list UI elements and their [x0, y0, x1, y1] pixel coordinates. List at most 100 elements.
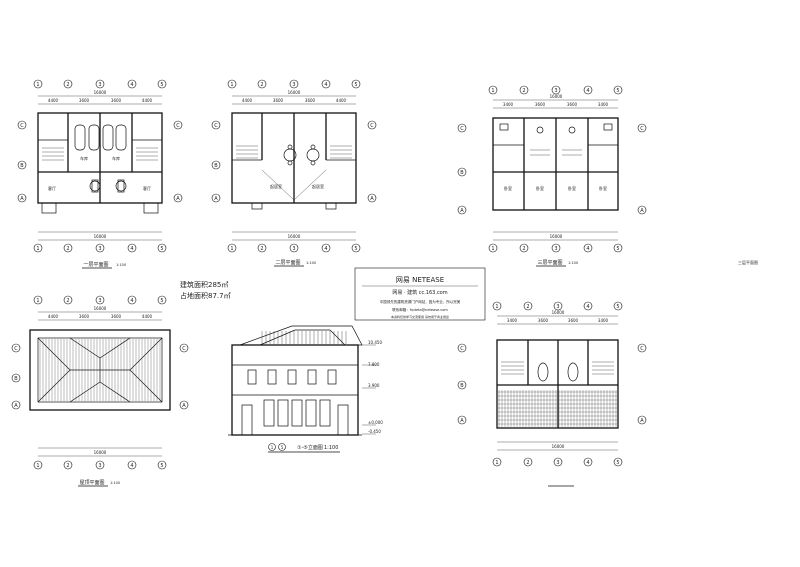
- svg-text:C: C: [640, 346, 644, 352]
- svg-text:2: 2: [522, 88, 525, 94]
- svg-text:1: 1: [36, 298, 39, 304]
- title-block-site: 网易 · 建筑 cc.163.com: [392, 289, 447, 296]
- svg-text:3: 3: [554, 88, 557, 94]
- ground-room-2: 车库: [80, 155, 88, 161]
- roof-dim-1: 4400: [48, 314, 59, 319]
- svg-text:5: 5: [160, 463, 163, 469]
- svg-text:1: 1: [495, 304, 498, 310]
- svg-text:5: 5: [616, 304, 619, 310]
- building-area-note: 建筑面积285㎡: [180, 280, 228, 289]
- loft-plan: 1 2 3 4 5 3400 3600 3600 3400 16000 C B …: [457, 301, 647, 487]
- second-room-2: 起居室: [312, 183, 324, 189]
- svg-text:3: 3: [292, 246, 295, 252]
- third-room-2: 卧室: [536, 185, 544, 191]
- level-1: 10.450: [368, 340, 382, 345]
- side-label: 三层平面图: [738, 259, 758, 265]
- title-block-slogan: 中国领先的建筑资源门户网站，因为专业，所以完美: [380, 299, 461, 304]
- window-lower: [263, 399, 275, 427]
- svg-text:C: C: [176, 123, 180, 129]
- svg-text:4: 4: [586, 246, 589, 252]
- ground-floor-plan: 1 2 3 4 5 4400 3600 3600 4400 16000 C B …: [17, 79, 183, 269]
- window-upper: [287, 369, 297, 385]
- svg-text:2: 2: [260, 82, 263, 88]
- svg-text:C: C: [20, 123, 24, 129]
- window-lower: [291, 399, 303, 427]
- svg-text:1: 1: [491, 88, 494, 94]
- svg-text:5: 5: [160, 246, 163, 252]
- svg-text:1: 1: [491, 246, 494, 252]
- svg-text:16000: 16000: [552, 444, 565, 449]
- roof-tile-lines: [261, 331, 347, 344]
- svg-text:C: C: [640, 126, 644, 132]
- level-5: -0.450: [368, 429, 381, 434]
- window-lower: [305, 399, 317, 427]
- second-plan-title: 二层平面图: [275, 260, 300, 266]
- svg-text:C: C: [460, 346, 464, 352]
- window-upper: [267, 369, 277, 385]
- third-dim-2: 3600: [535, 102, 546, 107]
- roof-plan-title: 屋顶平面图: [79, 480, 104, 486]
- svg-text:A: A: [176, 196, 180, 202]
- svg-text:B: B: [14, 376, 18, 382]
- svg-text:A: A: [460, 418, 464, 424]
- svg-text:C: C: [214, 123, 218, 129]
- svg-text:A: A: [20, 196, 24, 202]
- ground-dim-4: 4400: [142, 98, 153, 103]
- svg-text:1: 1: [36, 463, 39, 469]
- ground-plan-title: 一层平面图: [83, 262, 108, 268]
- ground-plan-scale: 1:100: [116, 263, 126, 267]
- svg-text:3: 3: [556, 460, 559, 466]
- svg-text:A: A: [14, 403, 18, 409]
- loft-dim-2: 3600: [538, 318, 549, 323]
- third-plan-scale: 1:100: [568, 261, 578, 265]
- loft-dim-4: 3400: [598, 318, 609, 323]
- svg-text:5: 5: [354, 82, 357, 88]
- second-dim-2: 3600: [273, 98, 284, 103]
- top-axis-bubbles: 1 2 3 4 5: [33, 79, 167, 89]
- svg-text:1: 1: [230, 82, 233, 88]
- svg-text:1: 1: [230, 246, 233, 252]
- svg-text:5: 5: [160, 82, 163, 88]
- ground-dim-2: 3600: [79, 98, 90, 103]
- title-block-email: 联系邮箱：frpteta@netease.com: [392, 307, 448, 312]
- svg-text:3: 3: [98, 246, 101, 252]
- svg-text:4: 4: [130, 463, 133, 469]
- svg-text:A: A: [640, 418, 644, 424]
- third-dim-total: 16000: [550, 94, 563, 99]
- svg-text:2: 2: [526, 460, 529, 466]
- svg-text:3: 3: [292, 82, 295, 88]
- svg-text:4: 4: [130, 82, 133, 88]
- svg-text:C: C: [370, 123, 374, 129]
- third-room-1: 卧室: [504, 185, 512, 191]
- roof-dim-total: 16000: [94, 306, 107, 311]
- svg-text:C: C: [460, 126, 464, 132]
- ground-dim-3: 3600: [111, 98, 122, 103]
- front-elevation: 10.450 7.800 3.900 ±0.000 -0.450 1 5 ①-⑤…: [228, 325, 383, 453]
- svg-text:2: 2: [522, 246, 525, 252]
- svg-text:2: 2: [66, 246, 69, 252]
- svg-text:5: 5: [616, 460, 619, 466]
- third-dim-4: 3400: [598, 102, 609, 107]
- roof-dim-3: 3600: [111, 314, 122, 319]
- svg-text:4: 4: [130, 298, 133, 304]
- ground-dim-total: 16000: [94, 90, 107, 95]
- svg-text:3: 3: [98, 463, 101, 469]
- second-plan-scale: 1:100: [306, 261, 316, 265]
- svg-text:4: 4: [586, 304, 589, 310]
- ground-room-1: 客厅: [48, 185, 56, 191]
- third-room-4: 卧室: [599, 185, 607, 191]
- svg-text:16000: 16000: [94, 234, 107, 239]
- roof-dim-4: 4400: [142, 314, 153, 319]
- svg-text:4: 4: [324, 82, 327, 88]
- svg-text:2: 2: [260, 246, 263, 252]
- svg-text:A: A: [370, 196, 374, 202]
- svg-text:3: 3: [554, 246, 557, 252]
- ground-dim-1: 4400: [48, 98, 59, 103]
- third-dim-1: 3400: [503, 102, 514, 107]
- svg-text:4: 4: [586, 88, 589, 94]
- window-upper: [327, 369, 337, 385]
- svg-text:2: 2: [66, 463, 69, 469]
- svg-text:2: 2: [66, 298, 69, 304]
- svg-text:C: C: [182, 346, 186, 352]
